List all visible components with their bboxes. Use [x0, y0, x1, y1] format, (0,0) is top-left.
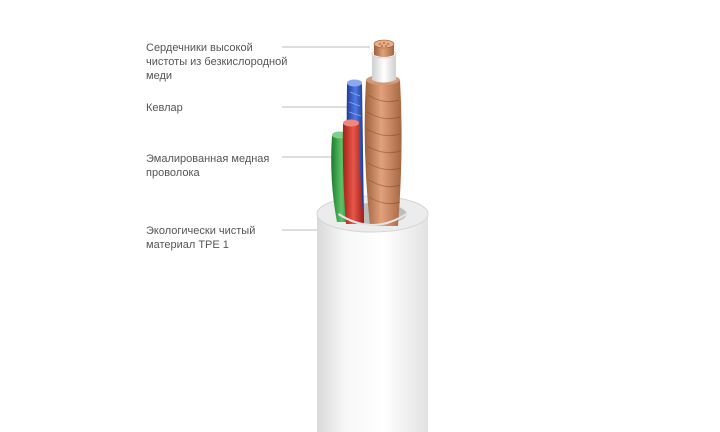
label-tpe-line-1: Экологически чистый: [146, 225, 256, 237]
label-copper-line-2: чистоты из безкислородной: [146, 56, 288, 68]
label-kevlar: Кевлар: [146, 101, 296, 115]
leader-lines: [282, 46, 370, 231]
copper-conductor: [364, 75, 402, 226]
red-wire: [342, 119, 364, 224]
label-copper-line-1: Сердечники высокой: [146, 42, 253, 54]
label-tpe-line-2: материал TPE 1: [146, 239, 229, 251]
label-enamel-line-1: Эмалированная медная: [146, 153, 270, 165]
label-copper-line-3: меди: [146, 70, 173, 82]
label-kevlar-line-1: Кевлар: [146, 102, 183, 114]
label-copper-cores: Сердечники высокой чистоты из безкислоро…: [146, 41, 296, 83]
jacket-rim-front: [337, 213, 408, 226]
copper-core-tip: [373, 39, 395, 57]
label-enamelled-wire: Эмалированная медная проволока: [146, 152, 296, 180]
label-tpe-material: Экологически чистый материал TPE 1: [146, 224, 296, 252]
outer-jacket: [316, 195, 429, 432]
label-enamel-line-2: проволока: [146, 167, 200, 179]
